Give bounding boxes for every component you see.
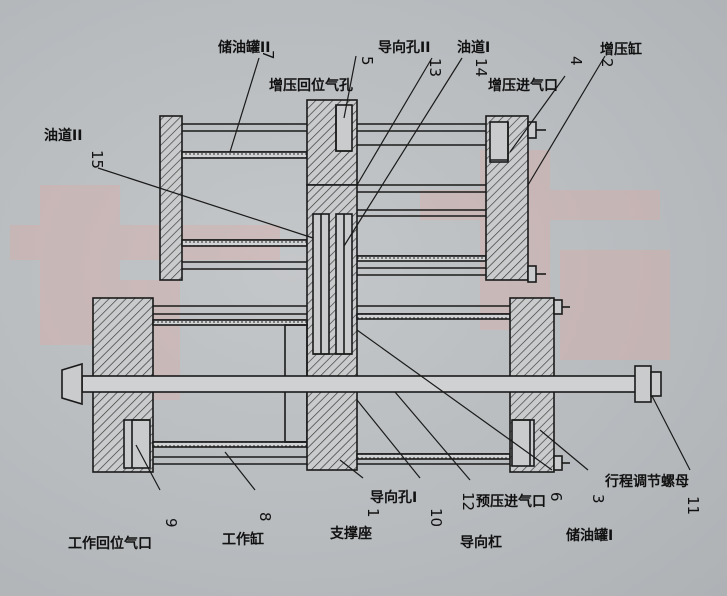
- label-booster-return-port: 增压回位气孔: [269, 78, 353, 94]
- guide-rod: [61, 362, 662, 406]
- number-15: 15: [88, 150, 106, 170]
- label-working-cylinder: 工作缸: [222, 532, 264, 548]
- number-9: 9: [162, 518, 180, 528]
- label-oil-channel-2: 油道II: [44, 128, 83, 144]
- label-guide-hole-2: 导向孔II: [378, 40, 431, 56]
- number-1: 1: [364, 508, 382, 518]
- number-2: 2: [598, 58, 616, 68]
- leader-lines: [97, 55, 691, 491]
- number-3: 3: [589, 494, 607, 504]
- number-4: 4: [567, 56, 585, 66]
- booster-cylinder: [159, 99, 546, 283]
- label-booster-cylinder: 增压缸: [600, 42, 642, 58]
- number-8: 8: [256, 512, 274, 522]
- label-oil-channel-1: 油道I: [457, 40, 491, 56]
- label-oil-tank-2: 储油罐II: [218, 40, 271, 56]
- label-booster-inlet: 增压进气口: [488, 78, 558, 94]
- label-oil-tank-1: 储油罐I: [566, 528, 614, 544]
- label-guide-rod: 导向杠: [460, 535, 502, 551]
- number-5: 5: [358, 56, 376, 66]
- number-11: 11: [684, 496, 702, 516]
- label-support-base: 支撑座: [330, 526, 372, 542]
- number-14: 14: [472, 58, 490, 78]
- number-6: 6: [547, 492, 565, 502]
- label-work-return-port: 工作回位气口: [68, 536, 152, 552]
- number-12: 12: [459, 492, 477, 512]
- support-column: [306, 184, 358, 386]
- number-13: 13: [426, 58, 444, 78]
- label-prepress-inlet: 预压进气口: [476, 494, 546, 510]
- label-stroke-adjust-nut: 行程调节螺母: [605, 474, 689, 490]
- number-10: 10: [427, 508, 445, 528]
- label-guide-hole-1: 导向孔I: [370, 490, 418, 506]
- number-7: 7: [259, 50, 277, 60]
